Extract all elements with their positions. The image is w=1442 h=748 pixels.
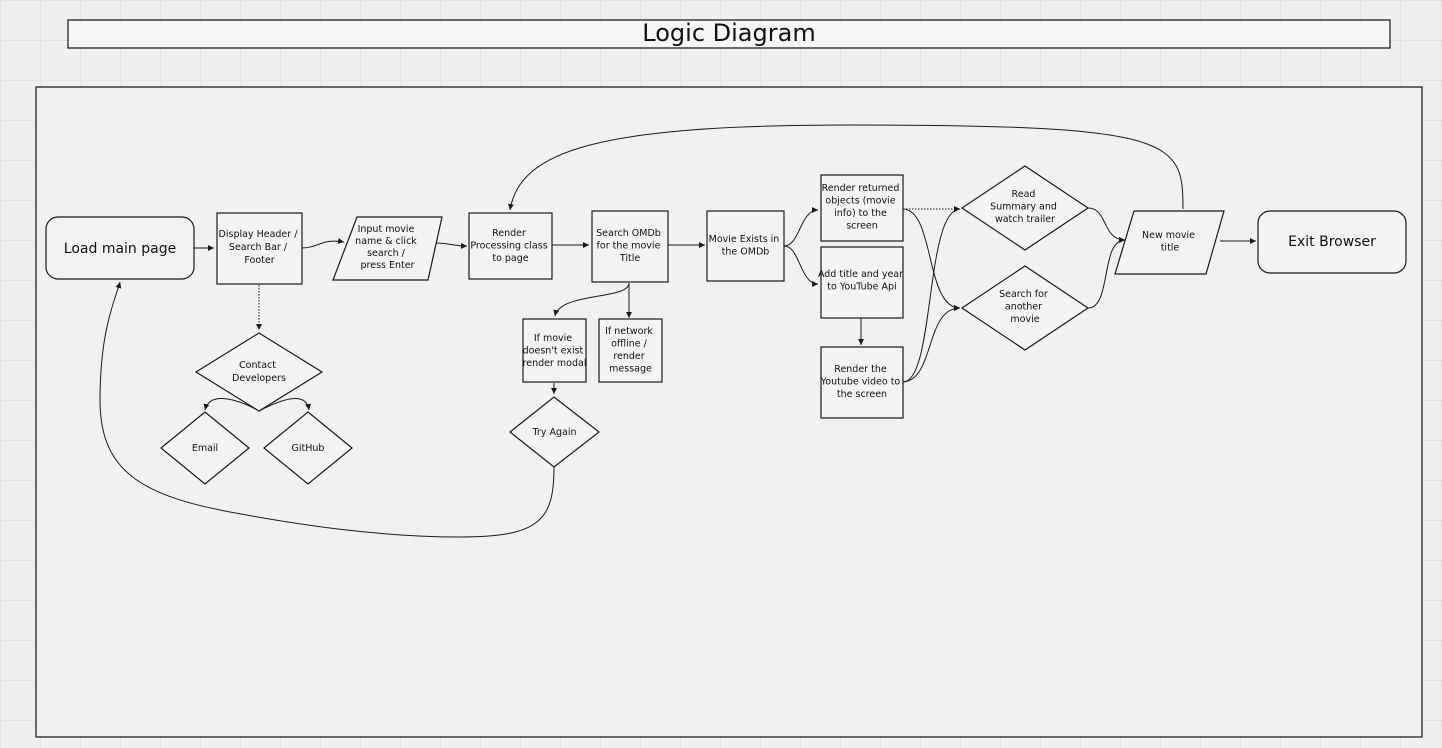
node-input-movie[interactable]: Input movie name & click search / press … xyxy=(332,216,443,281)
node-read-summary[interactable]: Read Summary and watch trailer xyxy=(960,165,1090,251)
title-banner: Logic Diagram xyxy=(67,19,1391,49)
node-label: Render Processing class to page xyxy=(470,228,550,264)
node-label: Render returned objects (movie info) to … xyxy=(822,183,903,232)
connector xyxy=(902,305,961,383)
node-label: New movie title xyxy=(1142,230,1198,254)
node-label: Try Again xyxy=(532,427,577,438)
node-label: Load main page xyxy=(64,241,176,257)
connector xyxy=(553,282,630,317)
node-label: Input movie name & click search / press … xyxy=(355,224,420,271)
node-load-main-page[interactable]: Load main page xyxy=(45,216,195,280)
diagram-title: Logic Diagram xyxy=(642,19,815,47)
node-render-returned[interactable]: Render returned objects (movie info) to … xyxy=(820,174,904,242)
node-label: GitHub xyxy=(292,443,325,454)
connector xyxy=(301,237,345,249)
node-email[interactable]: Email xyxy=(160,411,250,485)
connector xyxy=(508,124,1184,211)
node-exit-browser[interactable]: Exit Browser xyxy=(1257,210,1407,274)
node-label: Read Summary and watch trailer xyxy=(990,189,1060,225)
node-label: Search for another movie xyxy=(999,289,1051,325)
node-label: Movie Exists in the OMDb xyxy=(709,234,783,258)
connector xyxy=(902,206,961,383)
connector xyxy=(434,242,468,249)
node-movie-not-exist[interactable]: If movie doesn't exist render modal xyxy=(522,318,587,383)
connector xyxy=(783,207,819,247)
node-movie-exists[interactable]: Movie Exists in the OMDb xyxy=(706,210,785,282)
node-search-omdb[interactable]: Search OMDb for the movie Title xyxy=(591,210,669,283)
node-label: Contact Developers xyxy=(232,360,286,384)
node-add-title-year[interactable]: Add title and year to YouTube Api xyxy=(818,246,906,319)
connector xyxy=(783,245,819,287)
connector xyxy=(99,281,555,538)
node-label: Add title and year to YouTube Api xyxy=(818,269,906,293)
node-label: If movie doesn't exist render modal xyxy=(523,333,587,369)
connector xyxy=(1087,237,1126,309)
node-label: If network offline / render message xyxy=(605,326,656,375)
connector xyxy=(902,208,961,311)
node-label: Display Header / Search Bar / Footer xyxy=(219,229,301,266)
node-github[interactable]: GitHub xyxy=(263,411,353,485)
node-new-movie-title[interactable]: New movie title xyxy=(1114,210,1225,275)
node-search-another[interactable]: Search for another movie xyxy=(960,265,1090,351)
diagram-frame xyxy=(35,86,1423,738)
node-try-again[interactable]: Try Again xyxy=(509,396,600,468)
node-label: Render the Youtube video to the screen xyxy=(820,364,904,400)
node-display-header[interactable]: Display Header / Search Bar / Footer xyxy=(216,212,303,285)
node-render-youtube[interactable]: Render the Youtube video to the screen xyxy=(820,346,904,419)
node-network-offline[interactable]: If network offline / render message xyxy=(598,318,663,383)
node-label: Search OMDb for the movie Title xyxy=(596,228,664,264)
node-label: Email xyxy=(192,443,218,454)
node-label: Exit Browser xyxy=(1288,234,1376,250)
connectors xyxy=(99,124,1256,538)
node-contact-developers[interactable]: Contact Developers xyxy=(194,332,324,412)
node-render-processing[interactable]: Render Processing class to page xyxy=(468,212,553,280)
